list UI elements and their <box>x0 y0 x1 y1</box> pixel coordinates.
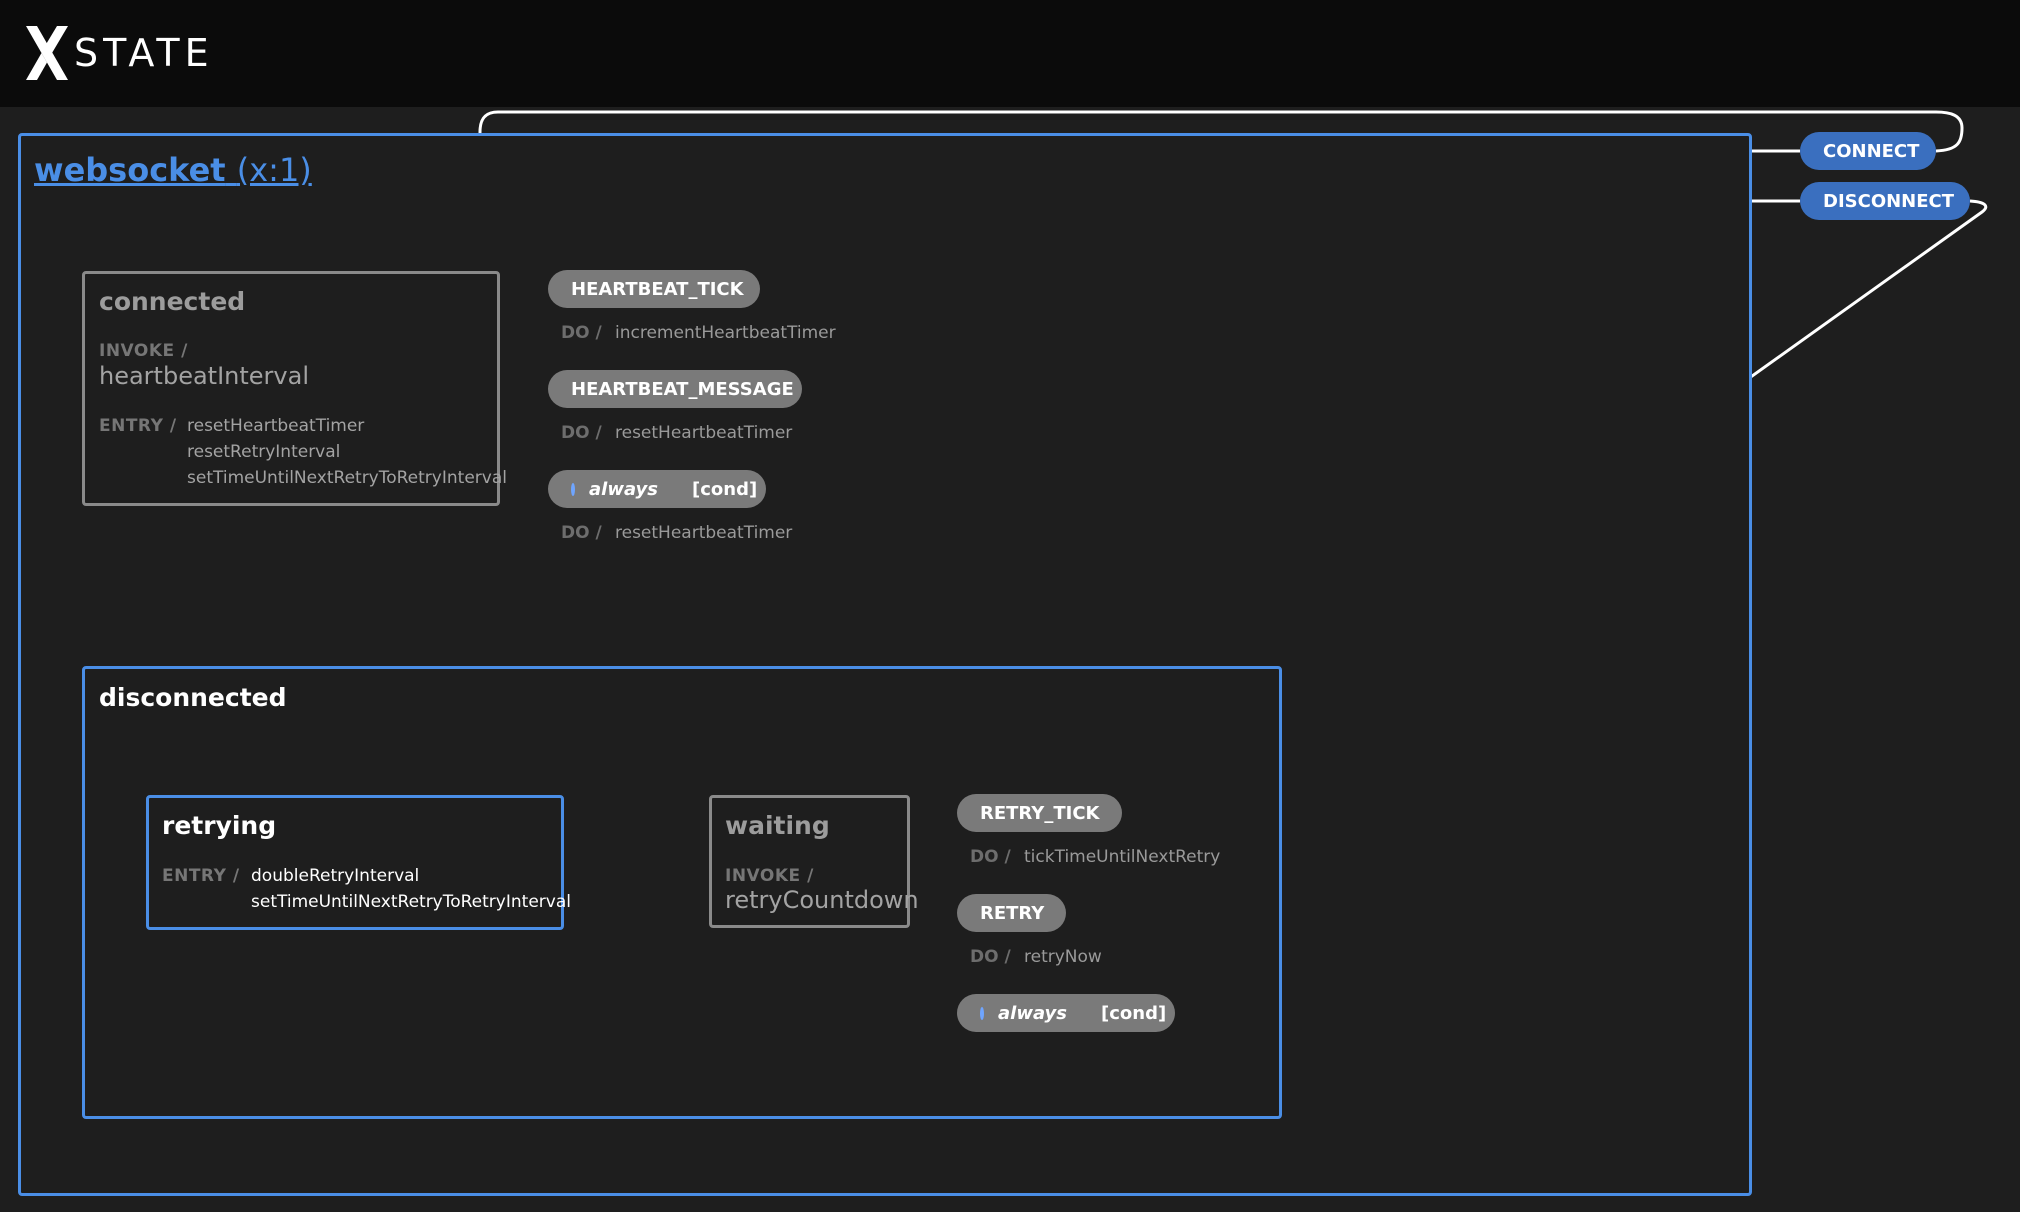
entry-action: setTimeUntilNextRetryToRetryInterval <box>251 892 571 912</box>
do-key: DO / <box>561 323 602 343</box>
do-key: DO / <box>561 523 602 543</box>
machine-id: (x:1) <box>236 151 312 189</box>
do-key: DO / <box>561 423 602 443</box>
event-connect-label: CONNECT <box>1823 140 1920 162</box>
entry-action: resetHeartbeatTimer <box>187 416 365 436</box>
invoke-key: INVOKE / <box>725 866 814 886</box>
entry-action: setTimeUntilNextRetryToRetryInterval <box>187 468 507 488</box>
do-key: DO / <box>970 947 1011 967</box>
do-key: DO / <box>970 847 1011 867</box>
state-waiting[interactable]: waiting INVOKE / retryCountdown <box>709 795 919 928</box>
entry-action: doubleRetryInterval <box>251 866 420 886</box>
event-always-waiting[interactable]: always [cond] <box>957 994 1175 1032</box>
event-label: RETRY <box>980 902 1045 924</box>
invoke-value: retryCountdown <box>725 886 919 914</box>
event-heartbeat-message[interactable]: HEARTBEAT_MESSAGE <box>548 370 802 408</box>
state-connected-title: connected <box>99 287 246 316</box>
guard-label: [cond] <box>692 478 758 500</box>
event-disconnect-label: DISCONNECT <box>1823 190 1955 212</box>
xstate-logo[interactable]: STATE <box>26 26 214 80</box>
edge-connect <box>475 110 1964 268</box>
event-retry-tick[interactable]: RETRY_TICK <box>957 794 1122 832</box>
invoke-value: heartbeatInterval <box>99 362 309 390</box>
transition-action: resetHeartbeatTimer <box>615 523 793 543</box>
transition-action: retryNow <box>1024 947 1102 967</box>
event-connect[interactable]: CONNECT <box>1800 132 1936 170</box>
entry-action: resetRetryInterval <box>187 442 341 462</box>
logo-word: STATE <box>74 31 214 75</box>
machine-name: websocket <box>34 151 226 189</box>
event-heartbeat-tick[interactable]: HEARTBEAT_TICK <box>548 270 760 308</box>
state-waiting-title: waiting <box>725 811 830 840</box>
transition-action: incrementHeartbeatTimer <box>615 323 836 343</box>
invoke-key: INVOKE / <box>99 341 188 361</box>
event-always-connected[interactable]: always [cond] <box>548 470 766 508</box>
event-label: always <box>589 478 658 500</box>
transition-action: tickTimeUntilNextRetry <box>1024 847 1221 867</box>
state-connected[interactable]: connected INVOKE / heartbeatInterval ENT… <box>82 271 507 506</box>
entry-key: ENTRY / <box>99 416 177 436</box>
state-retrying-title: retrying <box>162 811 277 840</box>
state-disconnected-title: disconnected <box>99 683 287 712</box>
top-bar: STATE <box>0 0 2020 107</box>
entry-key: ENTRY / <box>162 866 240 886</box>
transition-action: resetHeartbeatTimer <box>615 423 793 443</box>
eventless-dot-icon <box>571 482 575 496</box>
xstate-x-icon <box>26 26 68 80</box>
state-retrying[interactable]: retrying ENTRY / doubleRetryInterval set… <box>146 795 571 930</box>
event-label: HEARTBEAT_TICK <box>571 278 744 300</box>
event-disconnect[interactable]: DISCONNECT <box>1800 182 1970 220</box>
event-label: always <box>998 1002 1067 1024</box>
machine-title[interactable]: websocket (x:1) <box>34 151 312 189</box>
event-label: HEARTBEAT_MESSAGE <box>571 378 794 400</box>
guard-label: [cond] <box>1101 1002 1167 1024</box>
event-label: RETRY_TICK <box>980 802 1100 824</box>
eventless-dot-icon <box>980 1006 984 1020</box>
event-retry[interactable]: RETRY <box>957 894 1066 932</box>
state-disconnected[interactable]: disconnected <box>82 666 1282 1119</box>
